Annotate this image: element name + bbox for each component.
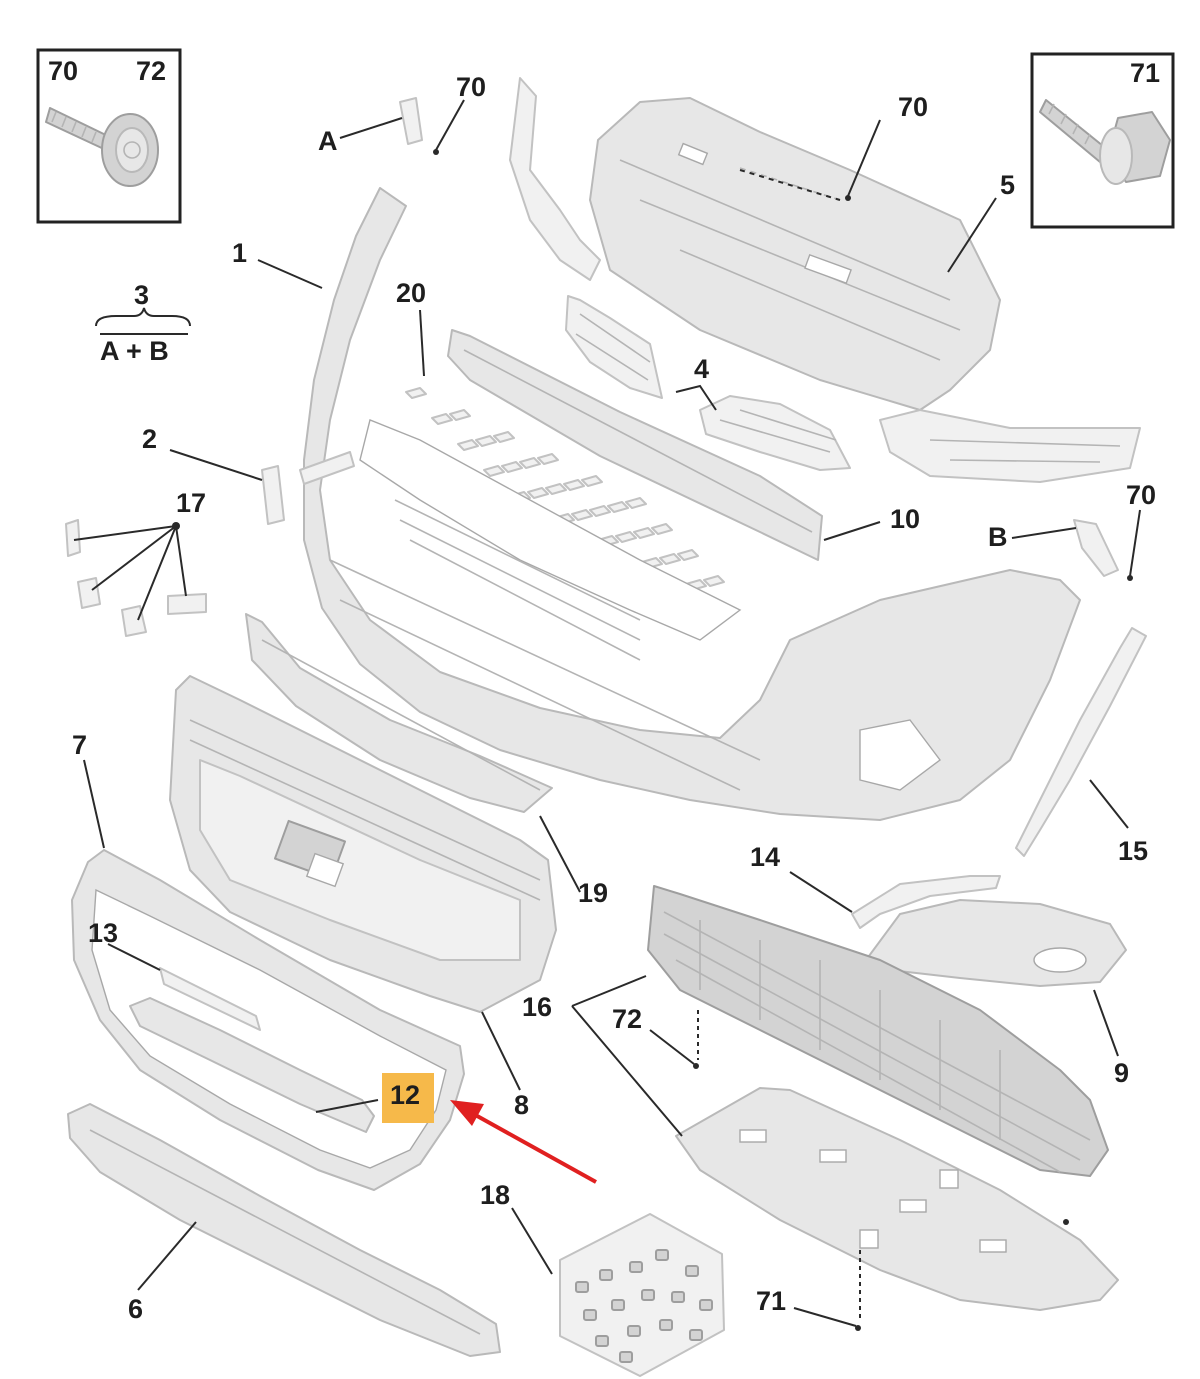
leader-lines [73, 99, 1141, 1331]
clip-kit-piece [619, 1351, 633, 1363]
part-17-fasteners [65, 519, 207, 637]
callout-10: 10 [890, 504, 920, 534]
part-8-grille [169, 675, 557, 1013]
clip-shape [633, 527, 655, 539]
callout-A: A [318, 126, 338, 156]
clip-shape [483, 465, 505, 477]
callout-2: 2 [142, 424, 157, 454]
callout-3: 3 [134, 280, 149, 310]
clip-kit-piece [655, 1249, 669, 1261]
clip-shape [449, 409, 471, 421]
part-4-brackets [565, 295, 851, 471]
clip-shape [651, 523, 673, 535]
callout-8: 8 [514, 1090, 529, 1120]
callout-4: 4 [694, 354, 709, 384]
bracket-B [1073, 519, 1119, 577]
clip-shape [703, 575, 725, 587]
part-10-upper-strip [447, 329, 823, 561]
callout-1: 1 [232, 238, 247, 268]
part-16-deflector [647, 885, 1109, 1177]
red-arrow [450, 1100, 597, 1184]
callout-12: 12 [390, 1080, 420, 1110]
box-label-71: 71 [1130, 58, 1160, 88]
clip-shape [457, 439, 479, 451]
clip-kit-piece [685, 1265, 699, 1277]
part-15-side-trim [1015, 627, 1147, 857]
callout-16: 16 [522, 992, 552, 1022]
callout-20: 20 [396, 278, 426, 308]
hex-bolt-icon [1039, 99, 1171, 185]
part-19-lower-strip [245, 613, 553, 813]
part-9-fog-bezel [865, 899, 1127, 987]
clip-kit-piece [629, 1261, 643, 1273]
clip-shape [677, 549, 699, 561]
callout-9: 9 [1114, 1058, 1129, 1088]
callout-7: 7 [72, 730, 87, 760]
callout-13: 13 [88, 918, 118, 948]
part-14-trim [851, 875, 1001, 929]
callout-5: 5 [1000, 170, 1015, 200]
clip-shape [607, 501, 629, 513]
callout-3-ab: A + B [100, 336, 169, 366]
callout-17: 17 [176, 488, 206, 518]
box-label-72: 72 [136, 56, 166, 86]
screw-box-71: 71 [1030, 52, 1175, 229]
clip-kit-piece [599, 1269, 613, 1281]
screw-box-70-72: 70 72 [36, 48, 182, 224]
clip-shape [625, 497, 647, 509]
clip-kit-piece [671, 1291, 685, 1303]
callout-14: 14 [750, 842, 780, 872]
clip-shape [581, 475, 603, 487]
bracket-A [399, 97, 423, 145]
part-12-chrome-strip [129, 997, 375, 1133]
part-5-upper-carrier [509, 77, 1141, 483]
callout-72: 72 [612, 1004, 642, 1034]
clip-kit-piece [689, 1329, 703, 1341]
part-16-undertray [675, 1087, 1119, 1311]
highlight-box-12 [382, 1073, 434, 1123]
clip-shape [501, 461, 523, 473]
clip-kit-piece [575, 1281, 589, 1293]
part-13-strip [159, 967, 261, 1031]
callout-18: 18 [480, 1180, 510, 1210]
clip-shape [519, 457, 541, 469]
callout-71: 71 [756, 1286, 786, 1316]
clip-shape [659, 553, 681, 565]
part-2-bracket [261, 465, 285, 525]
part-1-bumper-cover [299, 187, 1081, 821]
clip-kit-piece [641, 1289, 655, 1301]
callout-19: 19 [578, 878, 608, 908]
clip-kit-piece [595, 1335, 609, 1347]
callout-70-top: 70 [456, 72, 486, 102]
clip-shape [615, 531, 637, 543]
clip-shape [589, 505, 611, 517]
clip-shape [493, 431, 515, 443]
callout-15: 15 [1118, 836, 1148, 866]
clip-kit-piece [659, 1319, 673, 1331]
part-18-clip-kit [559, 1213, 725, 1377]
callout-70-mid: 70 [898, 92, 928, 122]
clip-shape [545, 483, 567, 495]
callout-6: 6 [128, 1294, 143, 1324]
tapping-screw-icon [45, 107, 159, 187]
box-label-70: 70 [48, 56, 78, 86]
clip-shape [571, 509, 593, 521]
callout-70-right: 70 [1126, 480, 1156, 510]
clip-shape [405, 387, 427, 399]
part-6-lower-trim [67, 1103, 501, 1357]
callout-B: B [988, 522, 1008, 552]
clip-shape [537, 453, 559, 465]
callout-labels: 1 2 3 A + B 4 5 6 7 8 9 10 12 13 14 15 1… [72, 72, 1156, 1324]
clip-kit-piece [611, 1299, 625, 1311]
clip-kit-piece [699, 1299, 713, 1311]
clip-kit-piece [627, 1325, 641, 1337]
clip-shape [563, 479, 585, 491]
clip-kit-piece [583, 1309, 597, 1321]
clip-shape [527, 487, 549, 499]
clip-shape [431, 413, 453, 425]
clip-shape [475, 435, 497, 447]
